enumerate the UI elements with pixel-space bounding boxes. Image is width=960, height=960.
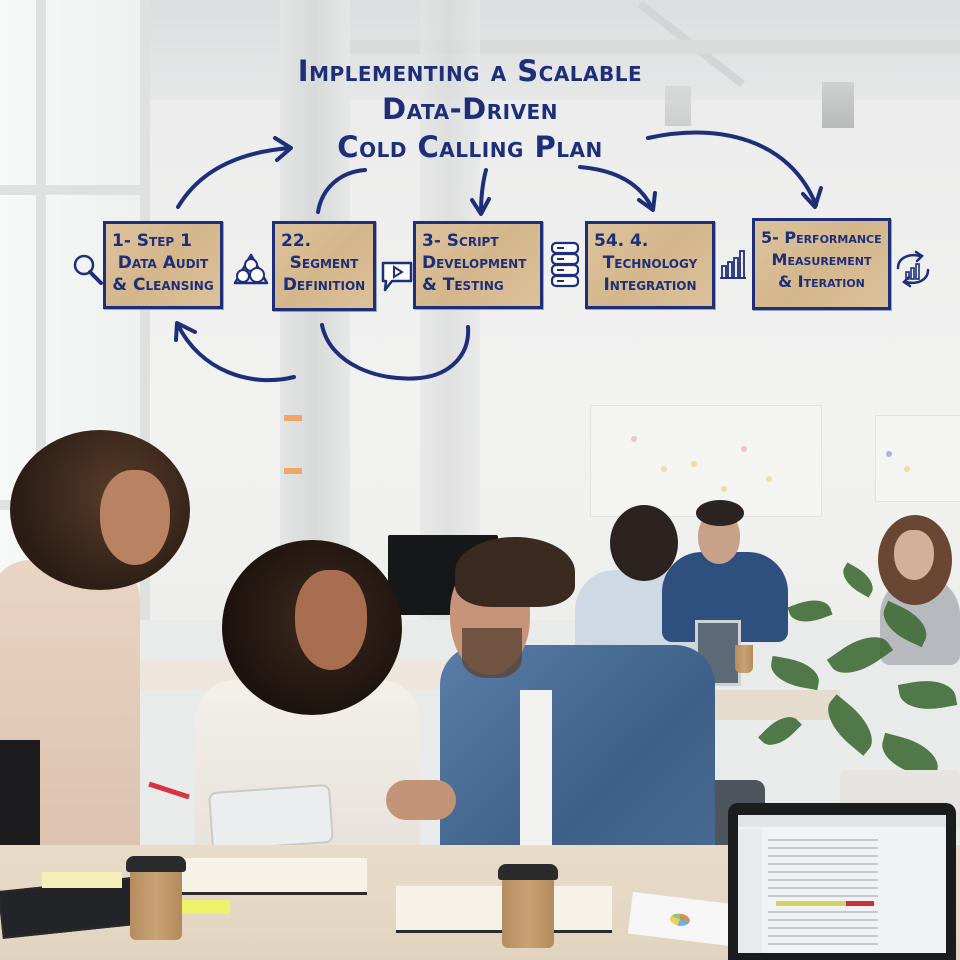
step-5-title-line-1: Measurement [771,250,872,269]
database-server-icon [550,241,580,288]
arrow-loop [320,323,471,381]
step-3-title-line-1: Development [422,253,527,273]
play-speech-bubble-icon [381,261,413,292]
step-box-1: 1- Step 1 Data Audit & Cleansing [103,221,223,309]
open-notebook [182,858,367,895]
person-hair [696,500,744,526]
pendant-lamp [665,86,691,126]
step-box-4: 54. 4. Technology Integration [585,221,715,309]
step-box-2: 22. Segment Definition [272,221,376,311]
whiteboard [590,405,822,517]
beard [462,628,522,678]
arrow-to-title [176,146,292,209]
pillar [420,0,480,620]
coffee-cup [735,645,753,673]
step-4-title-line-2: Integration [603,275,697,295]
step-2-title-line-2: Definition [282,275,366,295]
step-4-label: 54. 4. [594,231,649,251]
step-4-title-line-1: Technology [602,253,698,273]
title-line-2: Data-Driven [382,92,558,126]
refresh-chart-icon [896,250,930,288]
arrow-to-step-4 [578,165,654,210]
highlight-bar-yellow [776,901,846,906]
hand [386,780,456,820]
step-5-label: 5- Performance [761,228,882,247]
person-back-hair [610,505,678,581]
person-hair [455,537,575,607]
title-line-1: Implementing a Scalable [297,54,643,88]
diagram-title: Implementing a Scalable Data-Driven Cold… [260,52,680,166]
step-box-5: 5- Performance Measurement & Iteration [752,218,891,310]
white-tshirt [520,690,552,860]
step-3-title-line-2: & Testing [422,275,504,295]
coffee-cup [126,856,186,940]
sticky-note [182,900,230,914]
highlight-bar-red [846,901,874,906]
magnifier-icon [73,254,103,285]
arrow-arc [316,168,367,214]
person-face [295,570,367,670]
step-box-3: 3- Script Development & Testing [413,221,543,309]
step-2-label: 22. [281,231,312,251]
sticky-note [42,872,122,888]
whiteboard [875,415,960,502]
ceiling-duct [330,40,960,54]
coffee-cup [498,864,558,948]
bar-chart-icon [720,250,746,279]
step-1-title-line-2: & Cleansing [112,275,214,295]
arrow-to-step-5 [646,130,818,207]
step-1-label: 1- Step 1 [112,231,192,251]
step-1-title-line-1: Data Audit [117,253,209,273]
laptop-screen-spreadsheet [738,815,946,953]
arrow-return [176,323,296,383]
dark-trousers [0,740,40,860]
step-3-label: 3- Script [422,231,499,251]
person-face [100,470,170,565]
step-5-title-line-2: & Iteration [778,272,865,291]
venn-circles-icon [233,253,269,285]
orange-tag [284,468,302,474]
arrow-down-to-step-3 [479,168,488,215]
step-2-title-line-1: Segment [289,253,359,273]
laptop [728,803,956,960]
orange-tag [284,415,302,421]
person-face [894,530,934,580]
title-line-3: Cold Calling Plan [337,130,603,164]
pendant-lamp [822,82,854,128]
